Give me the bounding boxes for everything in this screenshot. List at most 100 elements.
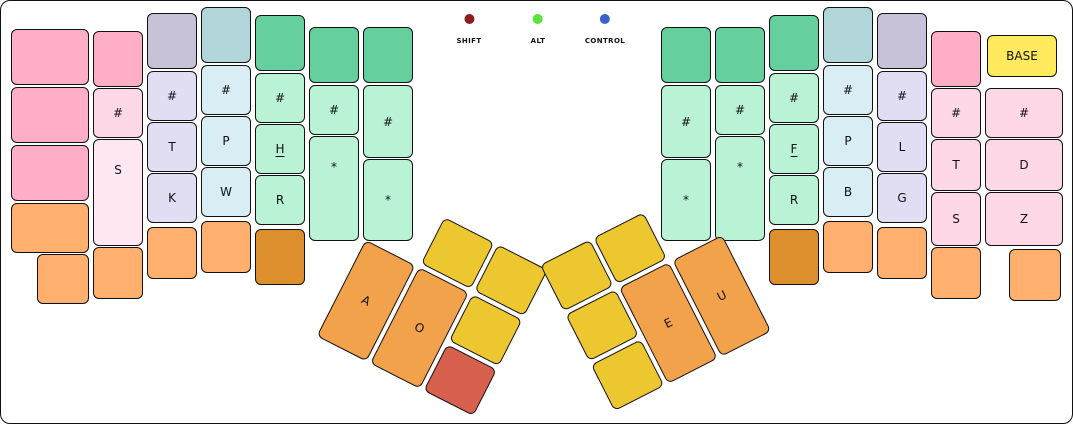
key-hash[interactable]: # <box>255 73 305 123</box>
key-blank[interactable] <box>93 31 143 87</box>
key-hash[interactable]: # <box>201 65 251 115</box>
key-blank[interactable] <box>877 13 927 69</box>
key-label: # <box>842 83 854 97</box>
key-l[interactable]: L <box>877 122 927 172</box>
key-label: S <box>952 212 960 226</box>
key-blank[interactable] <box>715 27 765 83</box>
key-label: D <box>1019 158 1029 172</box>
key-blank[interactable] <box>363 27 413 83</box>
key-label: # <box>788 91 800 105</box>
key-label: K <box>168 191 176 205</box>
key-blank[interactable] <box>823 7 873 63</box>
alt-indicator-dot <box>532 14 543 24</box>
key-hash[interactable]: # <box>363 85 413 158</box>
key-star[interactable]: * <box>309 136 359 241</box>
key-label: # <box>680 114 692 129</box>
key-label: BASE <box>1006 49 1038 63</box>
key-star[interactable]: * <box>363 159 413 241</box>
control-indicator-dot <box>599 14 610 24</box>
key-blank[interactable] <box>11 203 89 253</box>
indicator-shift: SHIFT <box>456 14 481 45</box>
key-label: # <box>328 103 340 117</box>
key-label: # <box>896 89 908 103</box>
key-blank[interactable] <box>147 227 197 279</box>
key-blank[interactable] <box>11 87 89 143</box>
key-g[interactable]: G <box>877 173 927 223</box>
key-blank[interactable] <box>877 227 927 279</box>
key-r[interactable]: R <box>769 175 819 225</box>
key-blank[interactable] <box>661 27 711 83</box>
indicator-control: CONTROL <box>585 14 625 45</box>
key-label: A <box>359 292 373 309</box>
key-label: * <box>331 160 337 174</box>
key-label: R <box>789 193 799 207</box>
key-s[interactable]: S <box>93 139 143 246</box>
key-p[interactable]: P <box>201 116 251 166</box>
key-label: H <box>275 142 285 156</box>
key-d[interactable]: D <box>985 139 1063 191</box>
indicator-alt: ALT <box>531 14 546 45</box>
key-label: P <box>844 134 852 148</box>
key-label: S <box>114 163 122 177</box>
key-star[interactable]: * <box>715 136 765 241</box>
key-label: P <box>222 134 230 148</box>
key-blank[interactable] <box>93 247 143 299</box>
key-hash[interactable]: # <box>661 85 711 158</box>
key-blank[interactable] <box>201 7 251 63</box>
key-label: F <box>790 142 798 156</box>
key-hash[interactable]: # <box>985 88 1063 138</box>
key-blank[interactable] <box>201 221 251 273</box>
key-r[interactable]: R <box>255 175 305 225</box>
key-blank[interactable] <box>11 145 89 201</box>
key-f[interactable]: F <box>769 124 819 174</box>
key-hash[interactable]: # <box>309 85 359 135</box>
key-blank[interactable] <box>255 229 305 285</box>
key-blank[interactable] <box>37 254 89 304</box>
key-t[interactable]: T <box>931 139 981 191</box>
key-blank[interactable] <box>769 15 819 71</box>
key-label: E <box>661 315 675 332</box>
key-blank[interactable] <box>769 229 819 285</box>
shift-indicator-dot <box>464 14 474 24</box>
key-hash[interactable]: # <box>769 73 819 123</box>
key-blank[interactable] <box>931 247 981 299</box>
key-hash[interactable]: # <box>93 88 143 138</box>
key-blank[interactable] <box>823 221 873 273</box>
key-label: * <box>683 193 689 207</box>
key-p[interactable]: P <box>823 116 873 166</box>
key-blank[interactable] <box>11 29 89 85</box>
key-blank[interactable] <box>309 27 359 83</box>
key-b[interactable]: B <box>823 167 873 217</box>
shift-indicator-label: SHIFT <box>456 37 482 45</box>
key-label: B <box>843 185 853 199</box>
key-z[interactable]: Z <box>985 192 1063 246</box>
key-label: G <box>897 191 907 205</box>
key-hash[interactable]: # <box>715 85 765 135</box>
key-k[interactable]: K <box>147 173 197 223</box>
key-t[interactable]: T <box>147 122 197 172</box>
key-hash[interactable]: # <box>823 65 873 115</box>
key-label: # <box>382 114 394 129</box>
key-hash[interactable]: # <box>147 71 197 121</box>
key-s[interactable]: S <box>931 192 981 246</box>
key-blank[interactable] <box>931 31 981 87</box>
key-w[interactable]: W <box>201 167 251 217</box>
key-label: O <box>412 319 427 337</box>
control-indicator-label: CONTROL <box>584 37 626 45</box>
key-blank[interactable] <box>147 13 197 69</box>
key-blank[interactable] <box>1009 249 1061 301</box>
key-label: # <box>1018 106 1030 120</box>
key-base[interactable]: BASE <box>987 35 1057 77</box>
key-hash[interactable]: # <box>877 71 927 121</box>
key-star[interactable]: * <box>661 159 711 241</box>
key-hash[interactable]: # <box>931 88 981 138</box>
key-label: # <box>220 83 232 97</box>
key-label: # <box>950 106 962 120</box>
key-blank[interactable] <box>255 15 305 71</box>
key-label: L <box>898 140 906 154</box>
key-h[interactable]: H <box>255 124 305 174</box>
alt-indicator-label: ALT <box>530 37 546 45</box>
key-label: U <box>714 287 729 305</box>
key-label: Z <box>1019 212 1029 226</box>
